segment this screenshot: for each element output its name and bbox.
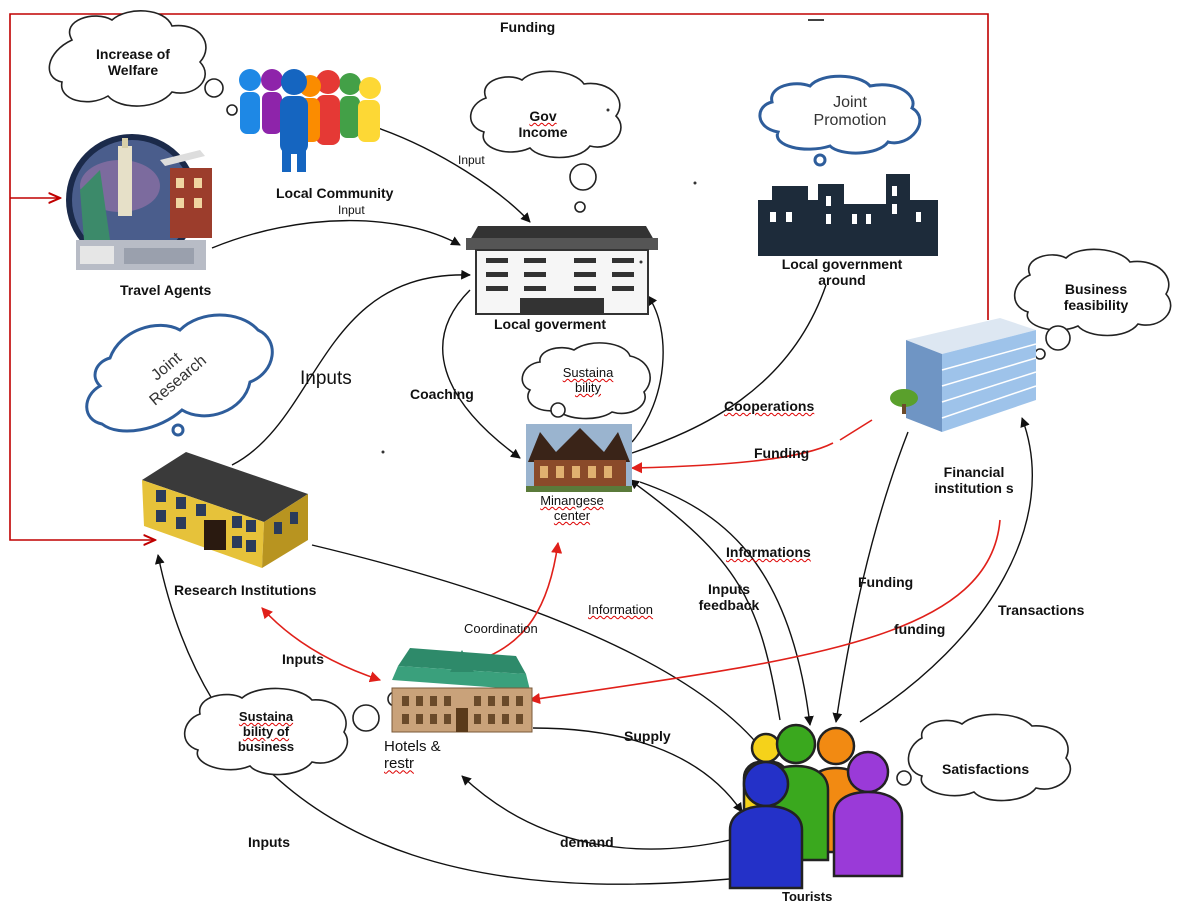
input-agents-label: Input (338, 203, 365, 217)
research-institutions-label: Research Institutions (174, 582, 317, 598)
sustainability-business-cloud-text: Sustaina bility of business (214, 709, 318, 755)
sust-business-line-2: bility of (242, 723, 290, 739)
gov-income-line-2: Income (518, 124, 568, 141)
sustainability-line-1: Sustaina (562, 365, 614, 380)
cloud-joint-research (85, 313, 274, 437)
cloud-joint-promotion (758, 74, 922, 167)
minangese-center-label: Minangese center (522, 493, 622, 524)
sust-business-line-1: Sustaina (238, 709, 294, 724)
city-skyline-icon (758, 174, 938, 256)
cloud-sustainability (521, 342, 651, 420)
travel-agents-label: Travel Agents (120, 282, 212, 298)
coaching-label: Coaching (410, 386, 474, 402)
transactions-label: Transactions (998, 602, 1085, 618)
business-feasibility-line-1: Business (1064, 281, 1128, 297)
gov-income-line-1: Gov (529, 108, 557, 124)
demand-label: demand (560, 834, 614, 850)
hotel-building-icon (391, 648, 533, 733)
input-community-label: Input (458, 153, 485, 167)
inputs-feedback-line-1: Inputs (708, 581, 750, 597)
specks (381, 108, 697, 454)
local-government-around-label: Local government around (772, 256, 912, 288)
hotels-line-2: restr (384, 755, 414, 773)
cloud-business-feasibility (1013, 248, 1172, 360)
local-government-around-line-1: Local government (781, 256, 903, 272)
hotels-label: Hotels & restr (384, 738, 441, 773)
sust-business-line-3: business (237, 738, 295, 754)
flow-arrows (154, 127, 1033, 885)
travel-agents-collage-icon (66, 134, 212, 270)
local-community-people-icon (239, 69, 381, 172)
minangese-line-1: Minangese (540, 493, 604, 508)
information-label: Information (588, 602, 654, 617)
funding-tourists-label: Funding (858, 574, 914, 590)
funding-loop (9, 13, 989, 540)
cloud-increase-welfare (48, 10, 238, 116)
gov-income-cloud-text: Gov Income (508, 108, 578, 140)
cloud-gov-income (469, 70, 622, 213)
sustainability-cloud-text: Sustaina bility (548, 365, 628, 396)
financial-institution-building-icon (890, 318, 1037, 432)
coordination-label: Coordination (464, 621, 538, 636)
cooperations-label: Cooperations (724, 398, 815, 414)
business-feasibility-cloud-text: Business feasibility (1046, 281, 1146, 313)
minangese-line-2: center (553, 507, 591, 523)
sustainability-line-2: bility (574, 379, 601, 395)
funding-top-label: Funding (500, 19, 556, 35)
satisfactions-cloud-text: Satisfactions (942, 761, 1030, 777)
funding-hotels-label: funding (894, 621, 946, 637)
funding-financial-label: Funding (754, 445, 810, 461)
inputs-bottom-label: Inputs (248, 834, 290, 850)
inputs-research-label: Inputs (300, 368, 352, 389)
cloud-satisfactions (896, 713, 1072, 802)
joint-promotion-line-1: Joint (833, 94, 867, 111)
financial-institutions-label: Financial institution s (924, 464, 1024, 496)
local-government-building-icon (466, 226, 658, 315)
inputs-feedback-line-2: feedback (698, 597, 760, 614)
financial-line-2: institution s (934, 480, 1014, 497)
financial-line-1: Financial (943, 464, 1005, 480)
minangese-center-image (526, 424, 632, 492)
business-feasibility-line-2: feasibility (1063, 297, 1129, 314)
research-institution-building-icon (142, 452, 308, 568)
joint-promotion-cloud-text: Joint Promotion (790, 94, 910, 131)
local-community-label: Local Community (276, 185, 394, 201)
hotels-line-1: Hotels & (384, 738, 441, 755)
welfare-line-2: Welfare (107, 62, 159, 79)
inputs-hotels-label: Inputs (282, 651, 324, 667)
welfare-line-1: Increase of (96, 46, 170, 62)
tourists-group-icon (728, 723, 904, 890)
local-government-label: Local goverment (494, 316, 607, 332)
joint-promotion-line-2: Promotion (813, 112, 887, 130)
tourists-label: Tourists (782, 889, 833, 904)
local-government-around-line-2: around (818, 272, 866, 289)
inputs-feedback-label: Inputs feedback (694, 581, 764, 613)
supply-label: Supply (624, 728, 671, 744)
welfare-cloud-text: Increase of Welfare (78, 46, 188, 78)
informations-label: Informations (726, 544, 811, 560)
